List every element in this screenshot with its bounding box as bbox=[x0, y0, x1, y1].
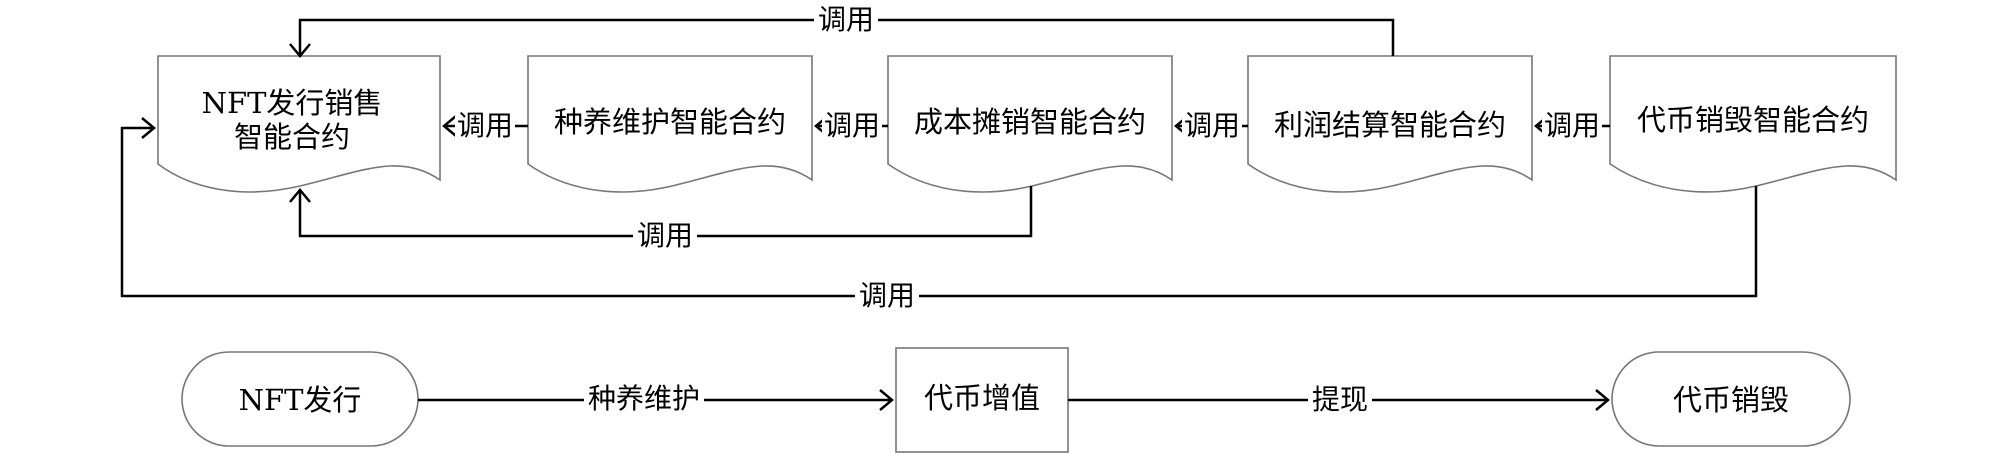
flow-edge-label-withdraw: 提现 bbox=[1307, 382, 1373, 418]
flow-step-token-appreciation bbox=[895, 347, 1069, 453]
contract-label-profit: 利润结算智能合约 bbox=[1273, 108, 1507, 142]
contract-label-cost: 成本摊销智能合约 bbox=[913, 105, 1147, 139]
flow-step-label-token-burn: 代币销毁 bbox=[1672, 383, 1790, 417]
edge-label-burn-nft: 调用 bbox=[854, 278, 920, 314]
contract-node-breed bbox=[527, 55, 813, 193]
arrowhead bbox=[289, 43, 311, 58]
contract-node-burn bbox=[1609, 55, 1897, 193]
edge-label-burn-profit: 调用 bbox=[1541, 108, 1603, 144]
arrowhead bbox=[141, 117, 156, 139]
flow-edge-label-breeding: 种养维护 bbox=[583, 381, 705, 417]
flow-step-label-nft-issue: NFT发行 bbox=[238, 383, 362, 417]
edge-label-profit-cost: 调用 bbox=[1181, 108, 1243, 144]
edge-label-cost-nft: 调用 bbox=[632, 218, 698, 254]
edge-label-profit-nft: 调用 bbox=[813, 2, 879, 38]
contract-node-nft bbox=[157, 55, 441, 193]
contract-label-burn: 代币销毁智能合约 bbox=[1636, 103, 1870, 137]
flow-step-token-burn bbox=[1611, 351, 1851, 447]
edge-burn-to-nft bbox=[120, 126, 1758, 298]
edge-label-cost-breed: 调用 bbox=[821, 108, 883, 144]
flow-step-label-token-appreciation: 代币增值 bbox=[923, 381, 1041, 415]
contract-label-nft: NFT发行销售 智能合约 bbox=[201, 86, 383, 154]
arrowhead bbox=[879, 389, 894, 411]
contract-label-breed: 种养维护智能合约 bbox=[553, 105, 787, 139]
contract-node-cost bbox=[887, 55, 1173, 193]
edge-label-breed-nft: 调用 bbox=[454, 108, 516, 144]
arrowhead bbox=[1595, 389, 1610, 411]
contract-node-profit bbox=[1247, 55, 1533, 193]
arrowhead bbox=[289, 188, 311, 203]
arrowhead bbox=[442, 115, 457, 137]
